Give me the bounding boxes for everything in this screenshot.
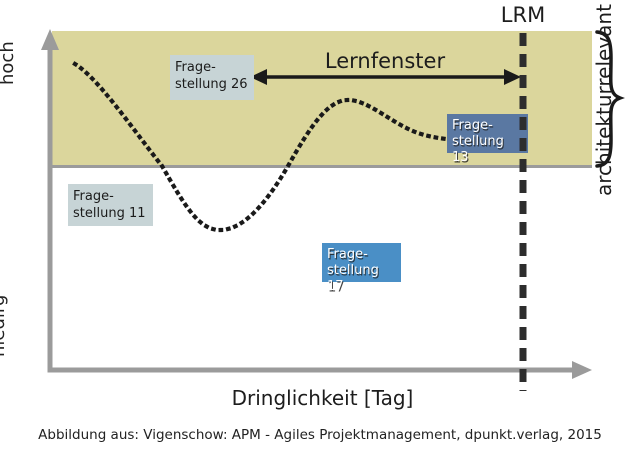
question-box-17-line1: Frage- — [327, 247, 368, 262]
architecture-brace-icon — [595, 30, 625, 168]
architecture-band-label: architekturrelevant — [592, 4, 616, 196]
question-box-26-line1: Frage- — [175, 60, 216, 75]
question-box-13-line2: stellung 13 — [452, 134, 504, 165]
learning-window-arrow-right-icon — [504, 69, 521, 85]
learning-window-arrow-left-icon — [250, 69, 267, 85]
risk-curve — [72, 61, 449, 233]
figure-caption: Abbildung aus: Vigenschow: APM - Agiles … — [38, 427, 602, 443]
question-box-17-line2: stellung 17 — [327, 263, 379, 294]
y-axis-arrow-icon — [41, 29, 59, 50]
y-axis-min-tick-label: niedirg — [0, 294, 9, 357]
y-axis-max-tick-label: hoch — [0, 41, 18, 85]
question-box-11-line1: Frage- — [73, 189, 114, 204]
question-box-26: Frage- stellung 26 — [170, 55, 254, 100]
question-box-17: Frage- stellung 17 — [322, 243, 401, 294]
question-box-13: Frage- stellung 13 — [447, 114, 528, 165]
question-box-11: Frage- stellung 11 — [68, 184, 153, 226]
x-axis-title: Dringlichkeit [Tag] — [231, 386, 414, 410]
question-box-11-line2: stellung 11 — [73, 206, 146, 221]
lrm-label: LRM — [500, 3, 546, 27]
learning-window-label: Lernfenster — [324, 49, 446, 73]
x-axis-arrow-icon — [572, 361, 592, 379]
question-box-13-line1: Frage- — [452, 118, 493, 133]
question-box-26-line2: stellung 26 — [175, 77, 248, 92]
